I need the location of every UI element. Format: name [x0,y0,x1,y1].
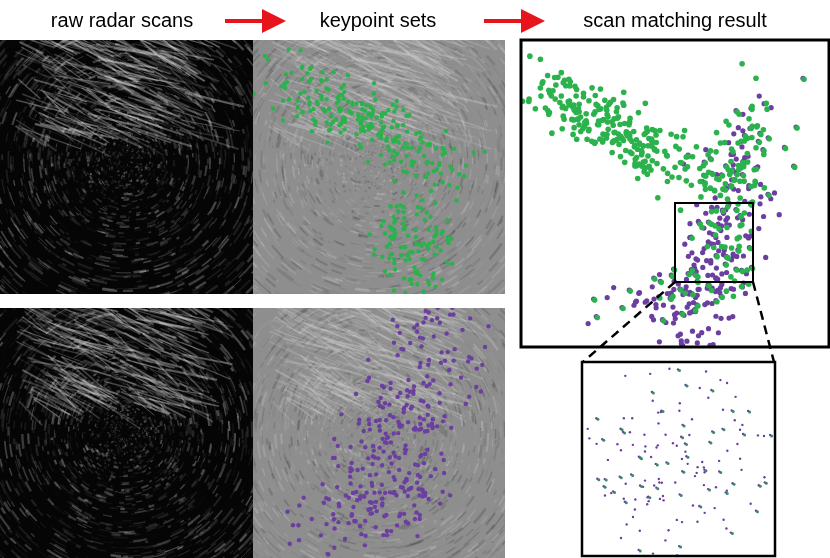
flow-arrow [225,19,282,23]
zoom-leader [753,282,774,362]
keypoint-image [253,40,505,294]
result-frame [521,40,829,347]
keypoint-image [253,308,505,558]
matching-plot [522,41,828,346]
zoom-region [675,203,753,282]
radar-scan-image [0,308,253,558]
zoom-leader [583,282,675,362]
stage-label: keypoint sets [320,8,437,32]
flow-arrow [484,19,541,23]
stage-label: raw radar scans [51,8,193,32]
zoom-frame [582,362,775,556]
zoom-plot [583,363,774,555]
stage-label: scan matching result [583,8,766,32]
radar-scan-image [0,40,253,294]
